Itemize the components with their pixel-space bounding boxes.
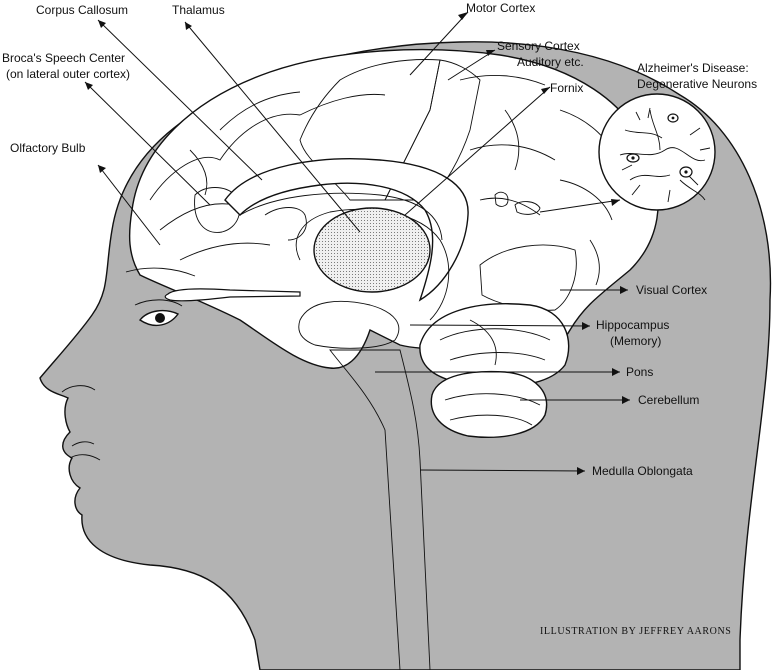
label-cerebellum: Cerebellum	[638, 393, 699, 407]
label-visual-cortex: Visual Cortex	[636, 283, 707, 297]
alzheimers-inset	[598, 93, 716, 211]
label-pons: Pons	[626, 365, 653, 379]
illustration-credit: ILLUSTRATION BY JEFFREY AARONS	[540, 626, 731, 637]
label-fornix: Fornix	[550, 81, 583, 95]
hippocampus-region	[298, 300, 400, 349]
brain-area	[128, 48, 659, 369]
label-thalamus: Thalamus	[172, 3, 225, 17]
label-medulla-oblongata: Medulla Oblongata	[592, 464, 693, 478]
label-brocas-note: (on lateral outer cortex)	[6, 67, 130, 81]
label-degenerative-neurons: Degenerative Neurons	[637, 77, 757, 91]
leader-lines	[84, 11, 630, 475]
label-sensory-cortex: Sensory Cortex	[497, 39, 580, 53]
label-motor-cortex: Motor Cortex	[466, 1, 535, 15]
face-details	[61, 385, 101, 461]
label-auditory: Auditory etc.	[517, 55, 584, 69]
olfactory-tract	[164, 288, 301, 302]
label-corpus-callosum: Corpus Callosum	[36, 3, 128, 17]
eye	[125, 267, 196, 327]
callosum-inner-stroke	[239, 192, 443, 241]
thalamus-region	[313, 207, 431, 293]
brocas-area-region	[194, 187, 240, 233]
label-hippocampus: Hippocampus	[596, 318, 669, 332]
neuron-cluster	[494, 191, 541, 215]
label-memory: (Memory)	[610, 334, 661, 348]
label-olfactory-bulb: Olfactory Bulb	[10, 141, 86, 155]
brainstem-area	[329, 349, 431, 670]
label-brocas: Broca's Speech Center	[2, 51, 125, 65]
label-alzheimers: Alzheimer's Disease:	[637, 61, 749, 75]
cerebellum-region	[419, 303, 570, 438]
corpus-callosum-arch	[224, 158, 469, 302]
